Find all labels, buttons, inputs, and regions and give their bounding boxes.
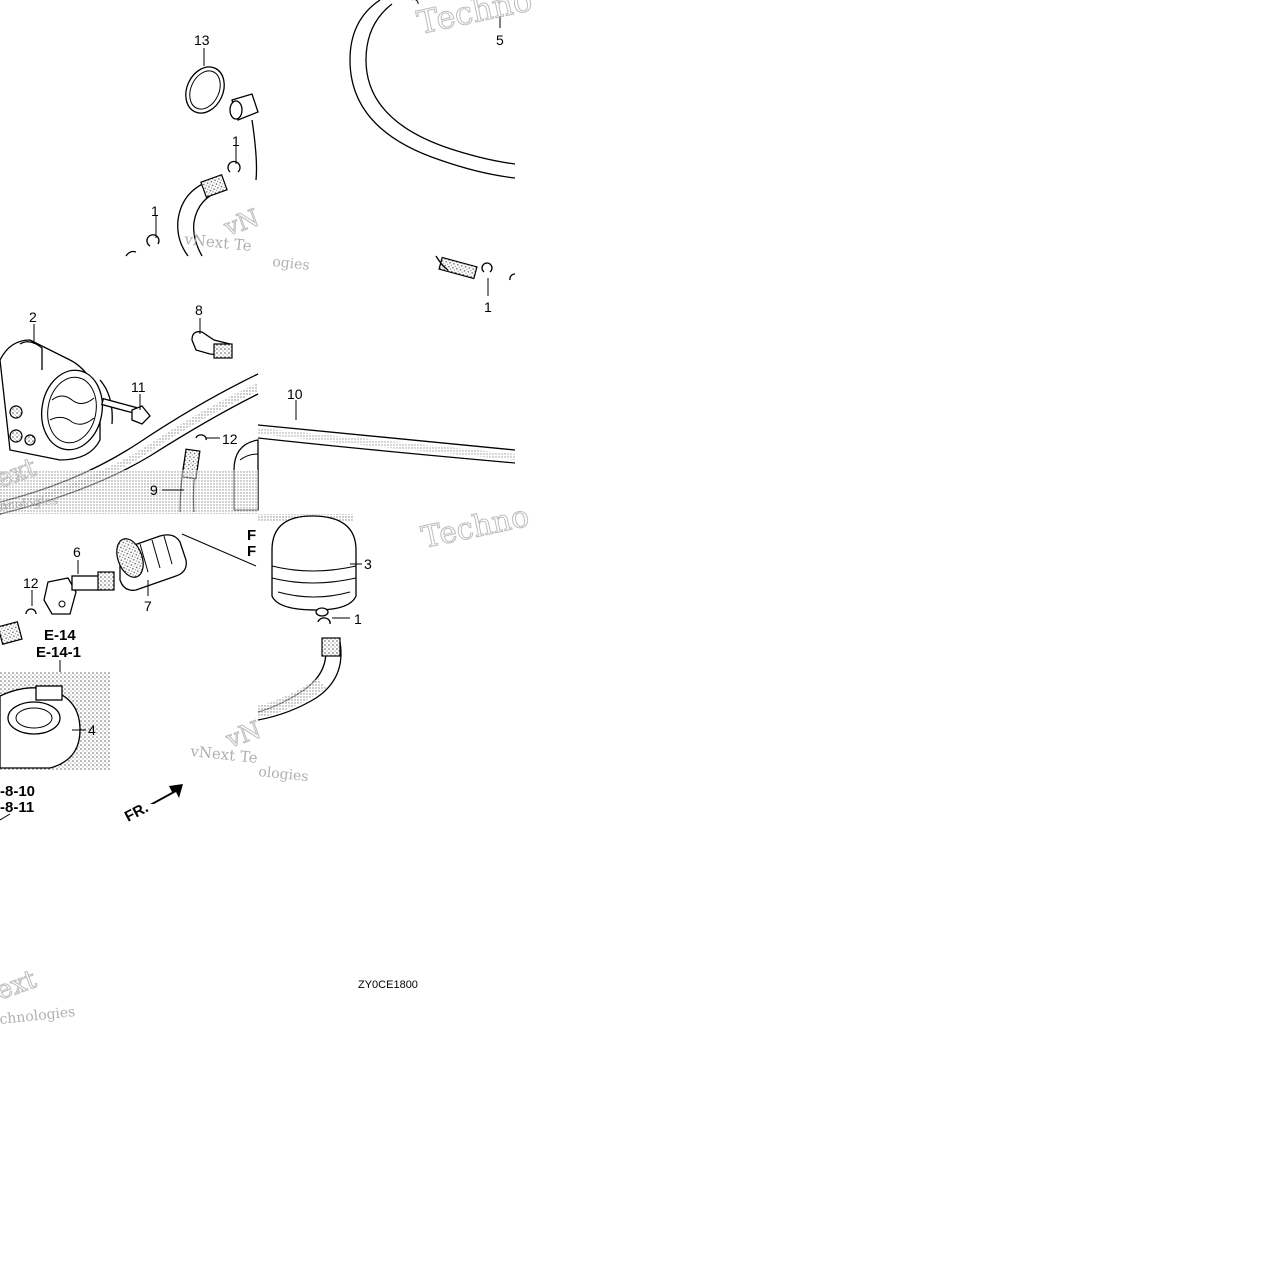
clamp-12b (25, 608, 37, 615)
clamp-12a (195, 434, 207, 441)
callout-4: 4 (88, 722, 96, 738)
callout-2: 2 (29, 309, 37, 325)
watermark-10: ologies (258, 764, 310, 785)
ref-e8-11: -8-11 (0, 799, 34, 816)
callout-11: 11 (131, 379, 146, 395)
ref-e14: E-14 (44, 627, 76, 644)
callout-7: 7 (144, 598, 152, 614)
hose-clamp-1b (125, 234, 160, 257)
hose-10 (257, 424, 516, 464)
hose-joint-right (435, 255, 516, 281)
clip-8 (191, 331, 233, 359)
clamp-1d (317, 617, 331, 625)
hose-lower-right (257, 637, 342, 721)
callout-8: 8 (195, 302, 203, 318)
ref-f-1: F (247, 527, 256, 544)
callout-12-a: 12 (222, 431, 238, 447)
callout-1-d: 1 (354, 611, 362, 627)
callout-10: 10 (287, 386, 303, 402)
callout-3: 3 (364, 556, 372, 572)
hose-fitting (229, 93, 259, 181)
hose-5 (349, 0, 516, 179)
leader-lines (0, 16, 501, 821)
front-arrow (150, 784, 183, 804)
watermark-7: Techno (418, 499, 532, 556)
callout-13: 13 (194, 32, 210, 48)
fuel-filter-3 (271, 515, 357, 617)
fuel-pump-6 (43, 571, 115, 615)
watermark-11: ext (0, 964, 41, 1006)
callout-9: 9 (150, 482, 158, 498)
throttle-body-2 (0, 339, 113, 461)
callouts: 13 5 1 1 1 2 8 11 10 12 9 6 12 7 3 1 4 (23, 32, 504, 738)
strainer-7 (116, 534, 187, 591)
o-ring-13 (185, 66, 225, 114)
drawing-code: ZY0CE1800 (358, 979, 418, 991)
ref-e14-1: E-14-1 (36, 644, 81, 661)
ref-e8-10: -8-10 (0, 783, 35, 800)
hose-clamp-1a (227, 160, 241, 173)
callout-1-b: 1 (151, 203, 159, 219)
callout-1-c: 1 (484, 299, 492, 315)
callout-5: 5 (496, 32, 504, 48)
watermark-4: ogies (272, 254, 311, 274)
callout-6: 6 (73, 544, 81, 560)
bolt-11 (101, 397, 151, 425)
watermark-1: Techno (414, 0, 536, 42)
leader-strainer (181, 533, 257, 567)
callout-1-a: 1 (232, 133, 240, 149)
watermark-6: hnologies (0, 493, 59, 513)
hose-stub-lower-left (0, 620, 23, 646)
front-marker-label: FR. (122, 799, 151, 825)
ref-f-2: F (247, 543, 256, 560)
callout-12-b: 12 (23, 575, 39, 591)
watermark-12: chnologies (0, 1004, 76, 1028)
intake-4 (0, 672, 110, 770)
hose-upper-left (177, 173, 228, 257)
